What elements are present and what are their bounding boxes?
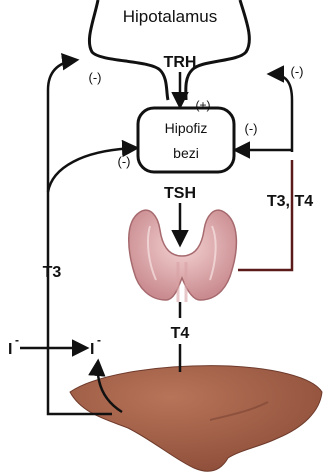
pituitary-label-line2: bezi bbox=[173, 145, 199, 161]
inhibition-sign-left-top: (-) bbox=[89, 70, 102, 85]
trh-label: TRH bbox=[164, 54, 197, 71]
t3-feedback-line bbox=[48, 60, 112, 414]
t3-label: T3 bbox=[43, 264, 62, 281]
inhibition-sign-right-top: (-) bbox=[291, 64, 304, 79]
tsh-label: TSH bbox=[164, 185, 196, 202]
stimulation-sign: (+) bbox=[196, 98, 211, 112]
pituitary-box bbox=[138, 108, 234, 172]
t3-t4-label: T3, T4 bbox=[267, 193, 313, 210]
pituitary-label-line1: Hipofiz bbox=[165, 120, 208, 136]
liver bbox=[70, 366, 322, 471]
t4-label: T4 bbox=[171, 325, 190, 342]
inhibition-sign-right-pituitary: (-) bbox=[245, 121, 258, 136]
thyroid-gland bbox=[129, 210, 237, 302]
t3-t4-to-hypothalamus-arrow bbox=[270, 74, 292, 152]
inhibition-sign-left-pituitary: (-) bbox=[118, 154, 131, 169]
t3-t4-feedback-line bbox=[238, 160, 292, 270]
iodide-left-charge: - bbox=[15, 333, 19, 347]
iodide-right-charge: - bbox=[97, 333, 101, 347]
hypothalamus-label: Hipotalamus bbox=[123, 7, 218, 26]
iodide-right-label: I bbox=[90, 341, 94, 358]
iodide-left-label: I bbox=[8, 341, 12, 358]
